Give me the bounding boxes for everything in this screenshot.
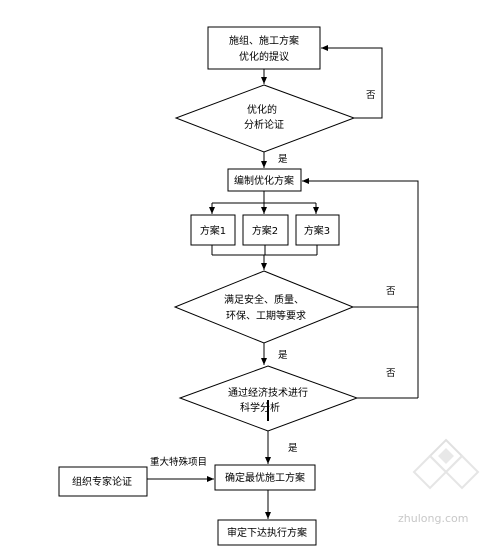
techecon-diamond: 通过经济技术进行 科学分析 xyxy=(178,365,359,432)
approve-label: 审定下达执行方案 xyxy=(227,526,307,539)
label-yes-1: 是 xyxy=(278,154,288,165)
expert-box: 组织专家论证 xyxy=(58,466,148,497)
watermark-text: zhulong.com xyxy=(398,512,468,525)
label-no-3: 否 xyxy=(386,368,396,379)
requirements-diamond: 满足安全、质量、 环保、工期等要求 xyxy=(173,270,355,344)
plan1-label: 方案1 xyxy=(200,224,226,237)
best-plan-label: 确定最优施工方案 xyxy=(225,471,305,484)
analysis-line1: 优化的 xyxy=(247,103,277,116)
techecon-line2: 科学分析 xyxy=(240,401,280,414)
label-no-2: 否 xyxy=(386,286,396,297)
loop-to-compile xyxy=(302,178,419,398)
analysis-line2: 分析论证 xyxy=(244,118,284,131)
proposal-line1: 施组、施工方案 xyxy=(229,34,299,47)
plan3-label: 方案3 xyxy=(304,224,330,237)
proposal-line2: 优化的提议 xyxy=(239,50,289,63)
plan2-box: 方案2 xyxy=(242,214,289,246)
best-plan-box: 确定最优施工方案 xyxy=(214,464,316,491)
requirements-line2: 环保、工期等要求 xyxy=(226,309,306,322)
label-major: 重大特殊项目 xyxy=(150,456,207,468)
requirements-line1: 满足安全、质量、 xyxy=(224,293,304,306)
plan2-label: 方案2 xyxy=(252,224,278,237)
label-yes-2: 是 xyxy=(278,350,288,361)
label-yes-3: 是 xyxy=(288,443,298,454)
compile-box: 编制优化方案 xyxy=(227,168,302,192)
compile-label: 编制优化方案 xyxy=(234,174,294,187)
plan1-box: 方案1 xyxy=(190,214,236,246)
approve-box: 审定下达执行方案 xyxy=(217,519,317,546)
expert-label: 组织专家论证 xyxy=(72,475,132,488)
loop-analysis-proposal xyxy=(321,45,383,119)
analysis-diamond: 优化的 分析论证 xyxy=(174,84,356,153)
plan3-box: 方案3 xyxy=(295,214,340,246)
proposal-box: 施组、施工方案 优化的提议 xyxy=(207,26,321,70)
watermark-logo xyxy=(412,438,480,490)
label-no-1: 否 xyxy=(366,90,376,101)
techecon-line1: 通过经济技术进行 xyxy=(228,386,308,399)
